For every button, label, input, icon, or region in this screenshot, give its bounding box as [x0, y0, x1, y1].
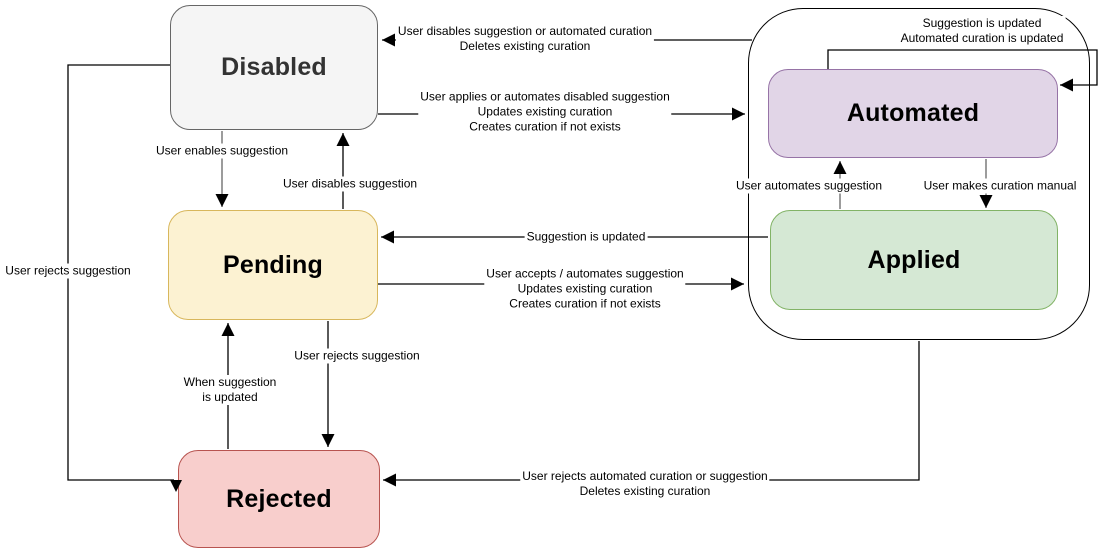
edge-label-rejected-to-pending: When suggestion is updated [181, 375, 279, 405]
state-rejected-label: Rejected [226, 484, 332, 513]
state-pending: Pending [168, 210, 378, 320]
state-rejected: Rejected [178, 450, 380, 548]
state-disabled: Disabled [170, 5, 378, 130]
state-automated-label: Automated [846, 99, 980, 127]
edge-label-disabled-to-group: User applies or automates disabled sugge… [418, 89, 672, 135]
edge-label-pending-to-disabled: User disables suggestion [280, 176, 420, 192]
edge-label-disabled-to-rejected: User rejects suggestion [3, 263, 133, 279]
edge-label-group-to-disabled: User disables suggestion or automated cu… [395, 24, 655, 54]
edge-group-to-rejected [383, 341, 920, 487]
edge-label-group-to-rejected: User rejects automated curation or sugge… [520, 469, 770, 499]
state-applied: Applied [770, 210, 1058, 310]
edge-label-disabled-to-pending: User enables suggestion [153, 143, 291, 159]
edge-label-pending-to-group: User accepts / automates suggestion Upda… [484, 266, 686, 312]
edge-label-automated-self-loop: Suggestion is updated Automated curation… [898, 16, 1066, 46]
state-applied-label: Applied [867, 245, 961, 274]
edge-label-pending-to-rejected: User rejects suggestion [292, 348, 422, 364]
edge-label-automated-to-applied: User makes curation manual [921, 178, 1079, 194]
edge-label-applied-to-automated: User automates suggestion [733, 178, 885, 194]
edge-label-applied-to-pending: Suggestion is updated [524, 229, 648, 245]
state-automated: Automated [768, 69, 1058, 158]
applied-automated-group [748, 8, 1090, 340]
state-disabled-label: Disabled [221, 53, 327, 81]
state-pending-label: Pending [222, 250, 323, 279]
